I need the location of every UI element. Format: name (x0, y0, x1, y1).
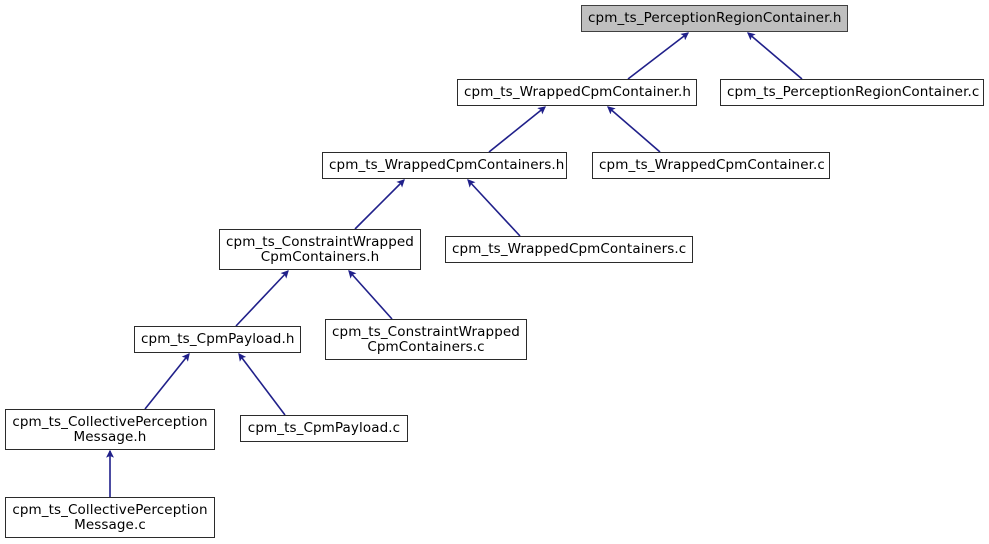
graph-edge (144, 353, 190, 410)
graph-node-cpm_ts_CollectivePerceptionMessage.c[interactable]: cpm_ts_CollectivePerception Message.c (5, 497, 215, 538)
graph-node-label: cpm_ts_CpmPayload.c (247, 420, 401, 436)
graph-node-cpm_ts_CpmPayload.c[interactable]: cpm_ts_CpmPayload.c (240, 415, 408, 442)
graph-node-label: cpm_ts_ConstraintWrapped CpmContainers.h (226, 233, 414, 265)
graph-node-label: cpm_ts_CollectivePerception Message.h (12, 413, 208, 445)
graph-node-cpm_ts_CollectivePerceptionMessage.h[interactable]: cpm_ts_CollectivePerception Message.h (5, 409, 215, 450)
graph-edge (467, 179, 521, 237)
graph-node-cpm_ts_WrappedCpmContainers.c[interactable]: cpm_ts_WrappedCpmContainers.c (445, 236, 693, 263)
graph-edge (488, 106, 546, 153)
graph-edge (354, 179, 405, 230)
graph-node-cpm_ts_PerceptionRegionContainer.h[interactable]: cpm_ts_PerceptionRegionContainer.h (581, 5, 848, 32)
graph-node-label: cpm_ts_CollectivePerception Message.c (12, 501, 208, 533)
graph-node-label: cpm_ts_WrappedCpmContainers.h (329, 157, 565, 173)
graph-edge (627, 32, 690, 80)
graph-node-cpm_ts_CpmPayload.h[interactable]: cpm_ts_CpmPayload.h (134, 326, 301, 353)
graph-edge (348, 270, 393, 320)
graph-node-label: cpm_ts_WrappedCpmContainer.c (599, 157, 825, 173)
graph-edge (238, 352, 286, 416)
graph-node-label: cpm_ts_CpmPayload.h (141, 331, 295, 347)
graph-node-label: cpm_ts_WrappedCpmContainer.h (464, 84, 692, 100)
graph-edge (747, 32, 803, 80)
graph-node-cpm_ts_WrappedCpmContainers.h[interactable]: cpm_ts_WrappedCpmContainers.h (322, 152, 567, 179)
graph-node-cpm_ts_PerceptionRegionContainer.c[interactable]: cpm_ts_PerceptionRegionContainer.c (720, 79, 984, 106)
graph-node-cpm_ts_WrappedCpmContainer.c[interactable]: cpm_ts_WrappedCpmContainer.c (592, 152, 830, 179)
graph-edge (607, 106, 661, 153)
graph-node-label: cpm_ts_PerceptionRegionContainer.c (727, 84, 980, 100)
graph-node-cpm_ts_ConstraintWrappedCpmContainers.h[interactable]: cpm_ts_ConstraintWrapped CpmContainers.h (219, 229, 421, 270)
graph-node-cpm_ts_WrappedCpmContainer.h[interactable]: cpm_ts_WrappedCpmContainer.h (457, 79, 697, 106)
graph-node-label: cpm_ts_WrappedCpmContainers.c (452, 241, 687, 257)
graph-node-label: cpm_ts_PerceptionRegionContainer.h (588, 10, 842, 26)
graph-node-label: cpm_ts_ConstraintWrapped CpmContainers.c (332, 323, 520, 355)
graph-node-cpm_ts_ConstraintWrappedCpmContainers.c[interactable]: cpm_ts_ConstraintWrapped CpmContainers.c (325, 319, 527, 360)
graph-edge (235, 270, 289, 327)
